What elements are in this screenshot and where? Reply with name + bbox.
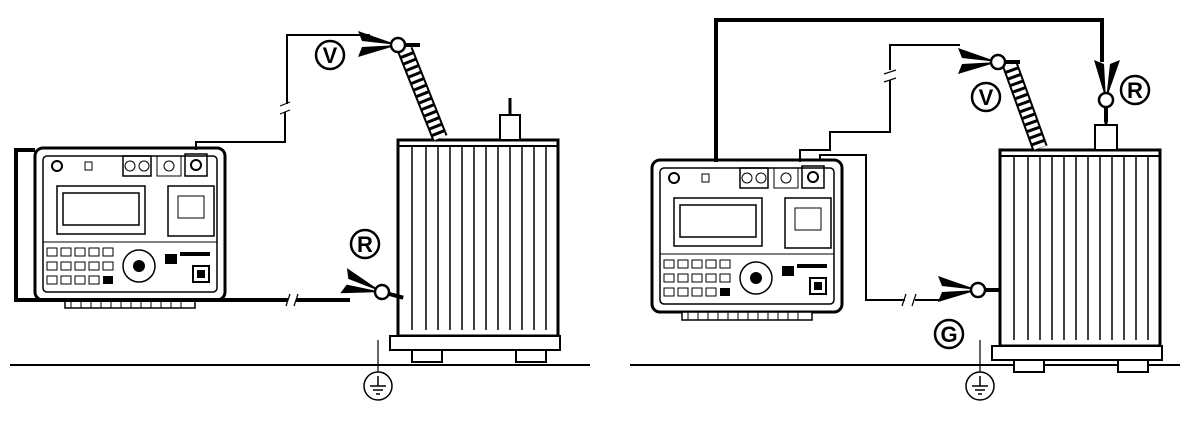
return-clamp xyxy=(1092,58,1122,124)
guard-cable xyxy=(819,154,940,301)
ground-icon xyxy=(363,371,393,401)
cable-break xyxy=(285,293,299,307)
cable-break xyxy=(883,69,897,83)
svg-text:V: V xyxy=(979,85,994,110)
transformer xyxy=(990,148,1164,374)
cable-break xyxy=(901,293,917,307)
return-label: R xyxy=(349,228,381,260)
guard-label: G xyxy=(933,318,965,350)
hv-bushing xyxy=(397,47,448,141)
right-panel: V R G xyxy=(630,18,1180,401)
voltage-label: V xyxy=(970,81,1002,113)
left-panel: V R xyxy=(10,29,590,401)
voltage-cable xyxy=(195,34,370,150)
voltage-label: V xyxy=(314,39,346,71)
svg-text:V: V xyxy=(323,43,338,68)
hv-bushing xyxy=(1002,62,1048,151)
guard-clamp xyxy=(936,274,1002,304)
return-cable xyxy=(714,18,1104,162)
return-cable-loop xyxy=(14,148,36,302)
svg-text:G: G xyxy=(940,322,957,347)
insulation-tester xyxy=(33,146,227,310)
transformer xyxy=(388,138,562,364)
cable-break xyxy=(279,101,291,115)
svg-text:R: R xyxy=(357,232,373,257)
voltage-cable xyxy=(799,44,960,162)
svg-text:R: R xyxy=(1127,78,1143,103)
return-label: R xyxy=(1119,74,1151,106)
lv-bushing xyxy=(499,98,521,141)
insulation-tester xyxy=(650,158,844,322)
ground-icon xyxy=(965,371,995,401)
